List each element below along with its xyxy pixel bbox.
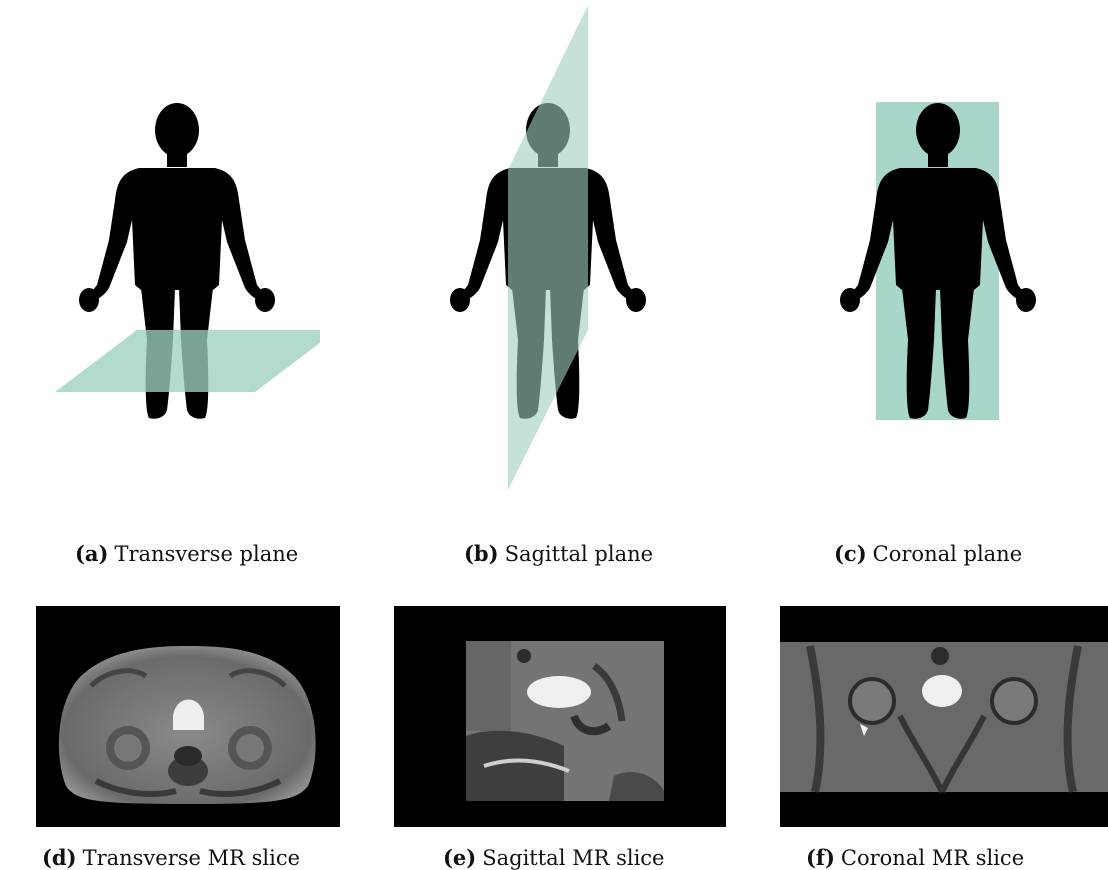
caption-c: (c)Coronal plane bbox=[834, 541, 1022, 566]
transverse-plane-illustration bbox=[40, 90, 320, 430]
caption-d: (d)Transverse MR slice bbox=[42, 845, 300, 870]
sagittal-mr-slice bbox=[394, 606, 726, 827]
caption-e: (e)Sagittal MR slice bbox=[443, 845, 664, 870]
coronal-mr-slice bbox=[780, 606, 1108, 827]
caption-f: (f)Coronal MR slice bbox=[806, 845, 1024, 870]
caption-b-text: Sagittal plane bbox=[505, 542, 654, 566]
coronal-plane-illustration bbox=[820, 95, 1080, 435]
caption-c-label: (c) bbox=[834, 541, 867, 566]
caption-d-text: Transverse MR slice bbox=[83, 846, 300, 870]
caption-e-label: (e) bbox=[443, 845, 476, 870]
caption-e-text: Sagittal MR slice bbox=[482, 846, 664, 870]
caption-a-text: Transverse plane bbox=[114, 542, 298, 566]
caption-d-label: (d) bbox=[42, 845, 77, 870]
caption-a-label: (a) bbox=[75, 541, 108, 566]
caption-b-label: (b) bbox=[464, 541, 499, 566]
caption-c-text: Coronal plane bbox=[873, 542, 1022, 566]
caption-f-text: Coronal MR slice bbox=[841, 846, 1024, 870]
caption-f-label: (f) bbox=[806, 845, 835, 870]
sagittal-plane-illustration bbox=[440, 0, 740, 500]
caption-a: (a)Transverse plane bbox=[75, 541, 298, 566]
transverse-mr-slice bbox=[36, 606, 340, 827]
caption-b: (b)Sagittal plane bbox=[464, 541, 653, 566]
